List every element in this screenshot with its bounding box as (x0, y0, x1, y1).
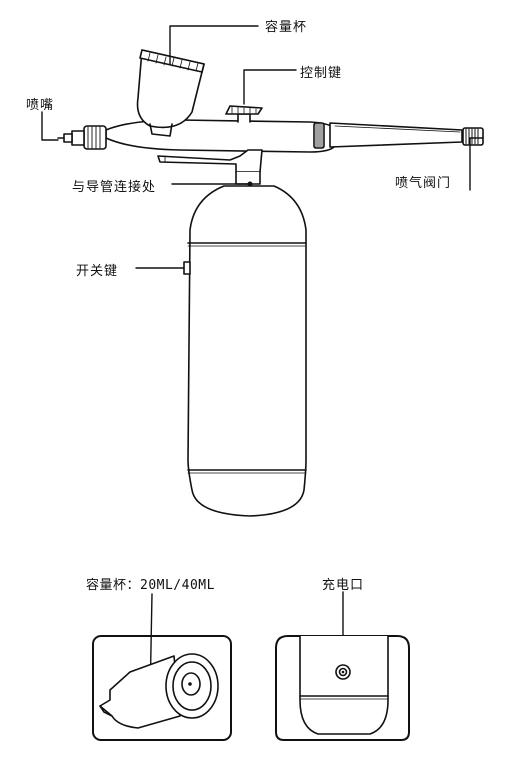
air-valve-knob (462, 127, 484, 146)
power-switch (183, 261, 191, 275)
hose-connector (157, 149, 263, 185)
nozzle (57, 125, 107, 150)
label-air-valve: 喷气阀门 (395, 176, 452, 191)
detail-box-cup (92, 635, 232, 741)
label-power-switch: 开关键 (76, 264, 119, 279)
hose-dot (247, 181, 253, 187)
leader-air-valve (469, 137, 484, 191)
gravity-cup (136, 49, 205, 137)
label-control-button: 控制键 (300, 66, 343, 81)
label-cup: 容量杯 (265, 20, 308, 35)
control-button (225, 105, 263, 123)
leader-nozzle (41, 111, 59, 141)
leader-control (243, 69, 297, 105)
rear-knurl-ring (313, 122, 325, 149)
label-cup-capacity: 容量杯：20ML/40ML (86, 578, 215, 593)
label-hose-connection: 与导管连接处 (72, 180, 157, 195)
leader-cup (169, 25, 259, 65)
label-charging-port: 充电口 (322, 578, 365, 593)
label-nozzle: 喷嘴 (26, 98, 55, 113)
detail-box-charging (275, 635, 410, 741)
compressor-body (187, 185, 307, 517)
